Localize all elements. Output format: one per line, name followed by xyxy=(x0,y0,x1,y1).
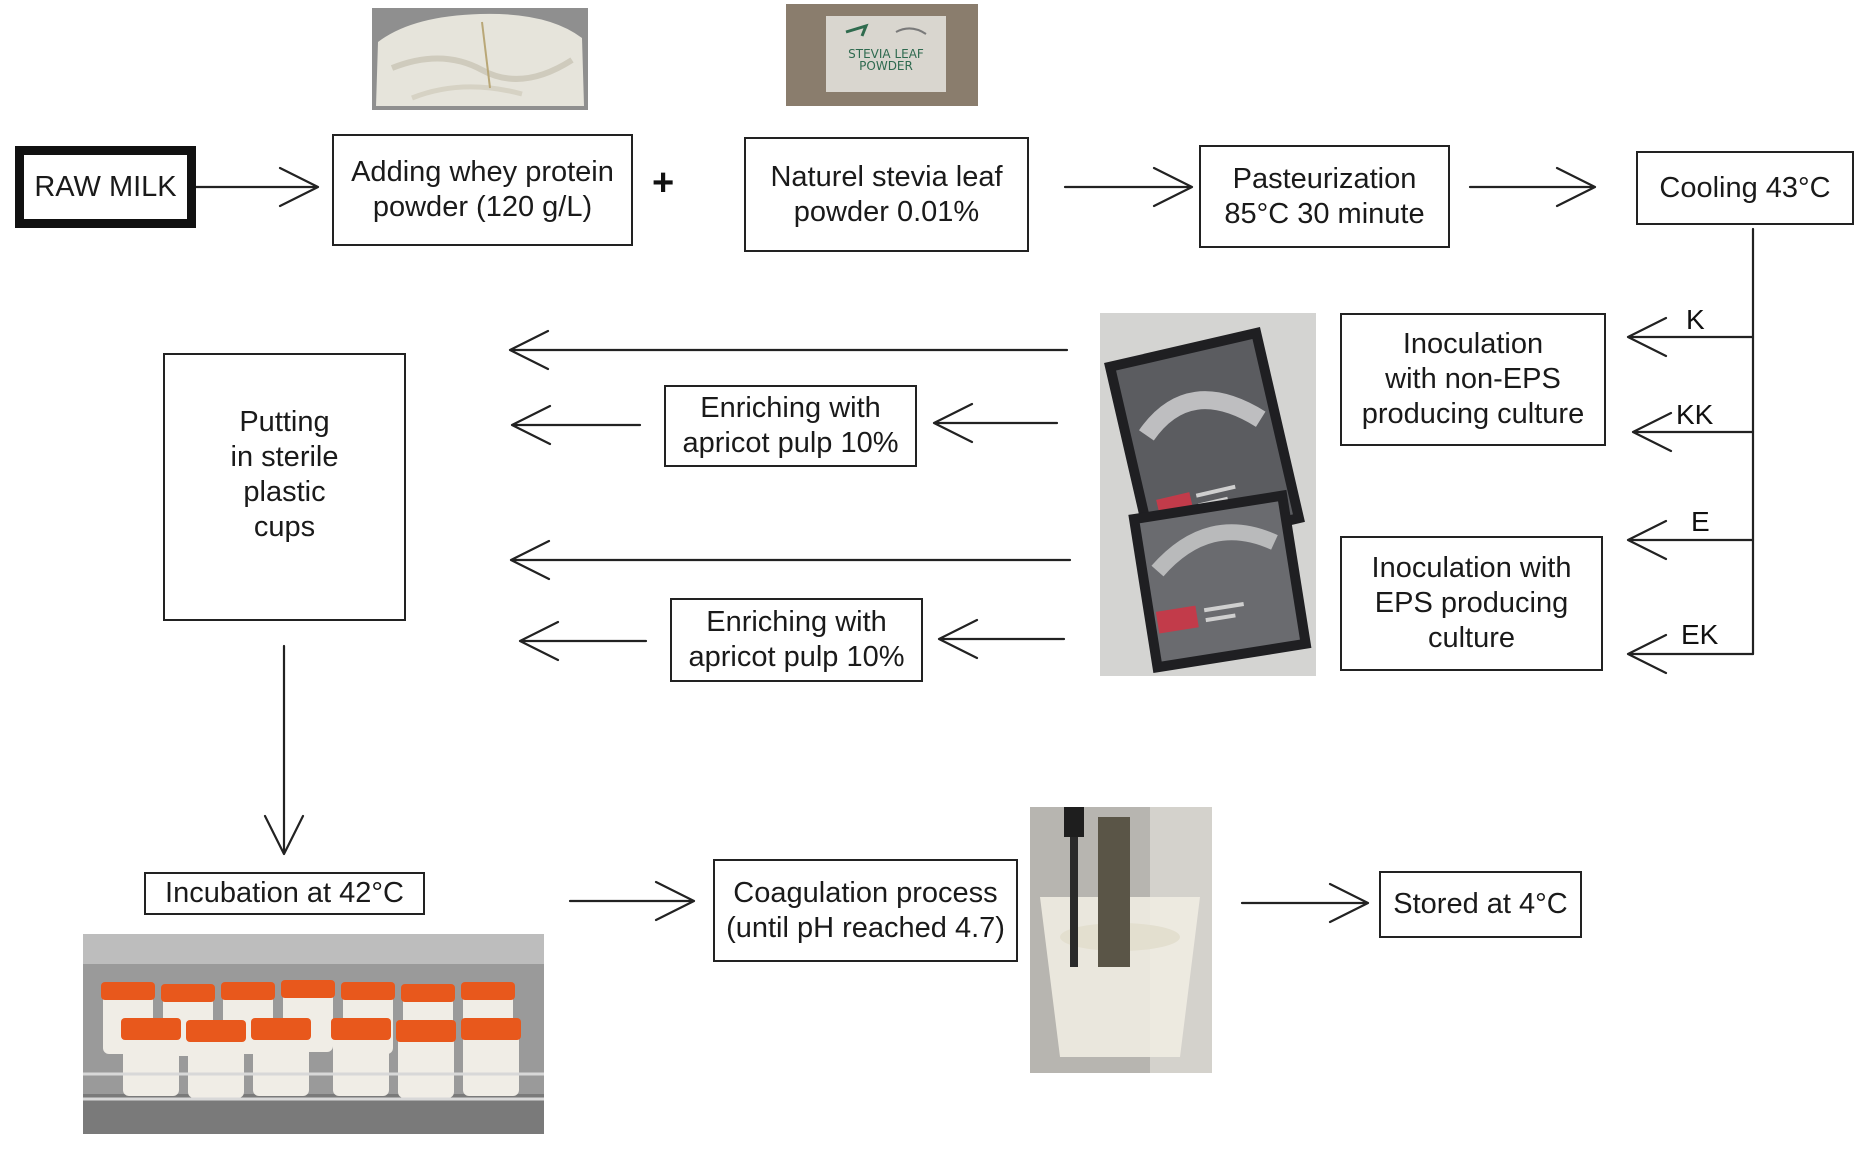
arrow-branch-ek xyxy=(1626,633,1755,675)
arrow-raw-to-whey xyxy=(194,166,320,208)
incubation-label: Incubation at 42°C xyxy=(165,877,404,909)
arrow-coagulation-to-stored xyxy=(1240,882,1370,924)
plus-sign: + xyxy=(652,162,675,204)
coagulation-box: Coagulation process (until pH reached 4.… xyxy=(713,859,1018,962)
enrich-apricot-label-2: Enriching with apricot pulp 10% xyxy=(688,606,905,673)
stevia-box: Naturel stevia leaf powder 0.01% xyxy=(744,137,1029,252)
whey-protein-label: Adding whey protein powder (120 g/L) xyxy=(351,156,614,223)
enrich-apricot-box-1: Enriching with apricot pulp 10% xyxy=(664,385,917,467)
arrow-enrich-1-to-putting xyxy=(510,404,642,446)
stored-box: Stored at 4°C xyxy=(1379,871,1582,938)
culture-packets-photo xyxy=(1100,313,1316,676)
arrow-eps-to-putting xyxy=(509,539,1072,581)
pasteurization-box: Pasteurization 85°C 30 minute xyxy=(1199,145,1450,248)
arrow-non-eps-to-putting xyxy=(508,329,1069,371)
arrow-pasteurization-to-cooling xyxy=(1468,166,1597,208)
whey-protein-box: Adding whey protein powder (120 g/L) xyxy=(332,134,633,246)
arrow-non-eps-to-enrich-1 xyxy=(932,402,1059,444)
raw-milk-box: RAW MILK xyxy=(15,146,196,228)
cooling-label: Cooling 43°C xyxy=(1659,171,1831,204)
arrow-incubation-to-coagulation xyxy=(568,880,696,922)
coagulation-label: Coagulation process (until pH reached 4.… xyxy=(726,876,1005,944)
raw-milk-label: RAW MILK xyxy=(34,170,177,203)
inoculation-eps-label: Inoculation with EPS producing culture xyxy=(1371,552,1572,654)
stevia-label: Naturel stevia leaf powder 0.01% xyxy=(770,160,1003,228)
incubation-box: Incubation at 42°C xyxy=(144,872,425,915)
inoculation-non-eps-box: Inoculation with non-EPS producing cultu… xyxy=(1340,313,1606,446)
arrow-enrich-2-to-putting xyxy=(518,620,648,662)
arrow-stevia-to-pasteurization xyxy=(1063,166,1194,208)
group-label-kk: KK xyxy=(1676,399,1714,430)
incubator-photo xyxy=(83,934,544,1134)
group-label-e: E xyxy=(1691,506,1710,537)
group-label-ek: EK xyxy=(1681,619,1719,650)
arrow-branch-k xyxy=(1626,316,1755,358)
enrich-apricot-box-2: Enriching with apricot pulp 10% xyxy=(670,598,923,682)
stevia-pack-photo: STEVIA LEAF POWDER xyxy=(786,4,978,106)
putting-cups-box: Putting in sterile plastic cups xyxy=(163,353,406,621)
ph-meter-photo xyxy=(1030,807,1212,1073)
arrow-putting-to-incubation xyxy=(263,644,305,856)
arrow-eps-to-enrich-2 xyxy=(937,618,1066,660)
group-label-k: K xyxy=(1686,304,1705,335)
whey-bag-photo xyxy=(372,8,588,110)
enrich-apricot-label-1: Enriching with apricot pulp 10% xyxy=(682,392,899,459)
pasteurization-label: Pasteurization 85°C 30 minute xyxy=(1224,162,1425,230)
inoculation-non-eps-label: Inoculation with non-EPS producing cultu… xyxy=(1361,328,1585,430)
inoculation-eps-box: Inoculation with EPS producing culture xyxy=(1340,536,1603,671)
arrow-branch-e xyxy=(1626,519,1755,561)
arrow-branch-kk xyxy=(1631,411,1755,453)
stored-label: Stored at 4°C xyxy=(1393,888,1568,920)
stevia-pack-text: STEVIA LEAF POWDER xyxy=(848,47,924,73)
cooling-box: Cooling 43°C xyxy=(1636,151,1854,225)
putting-cups-label: Putting in sterile plastic cups xyxy=(230,406,339,543)
